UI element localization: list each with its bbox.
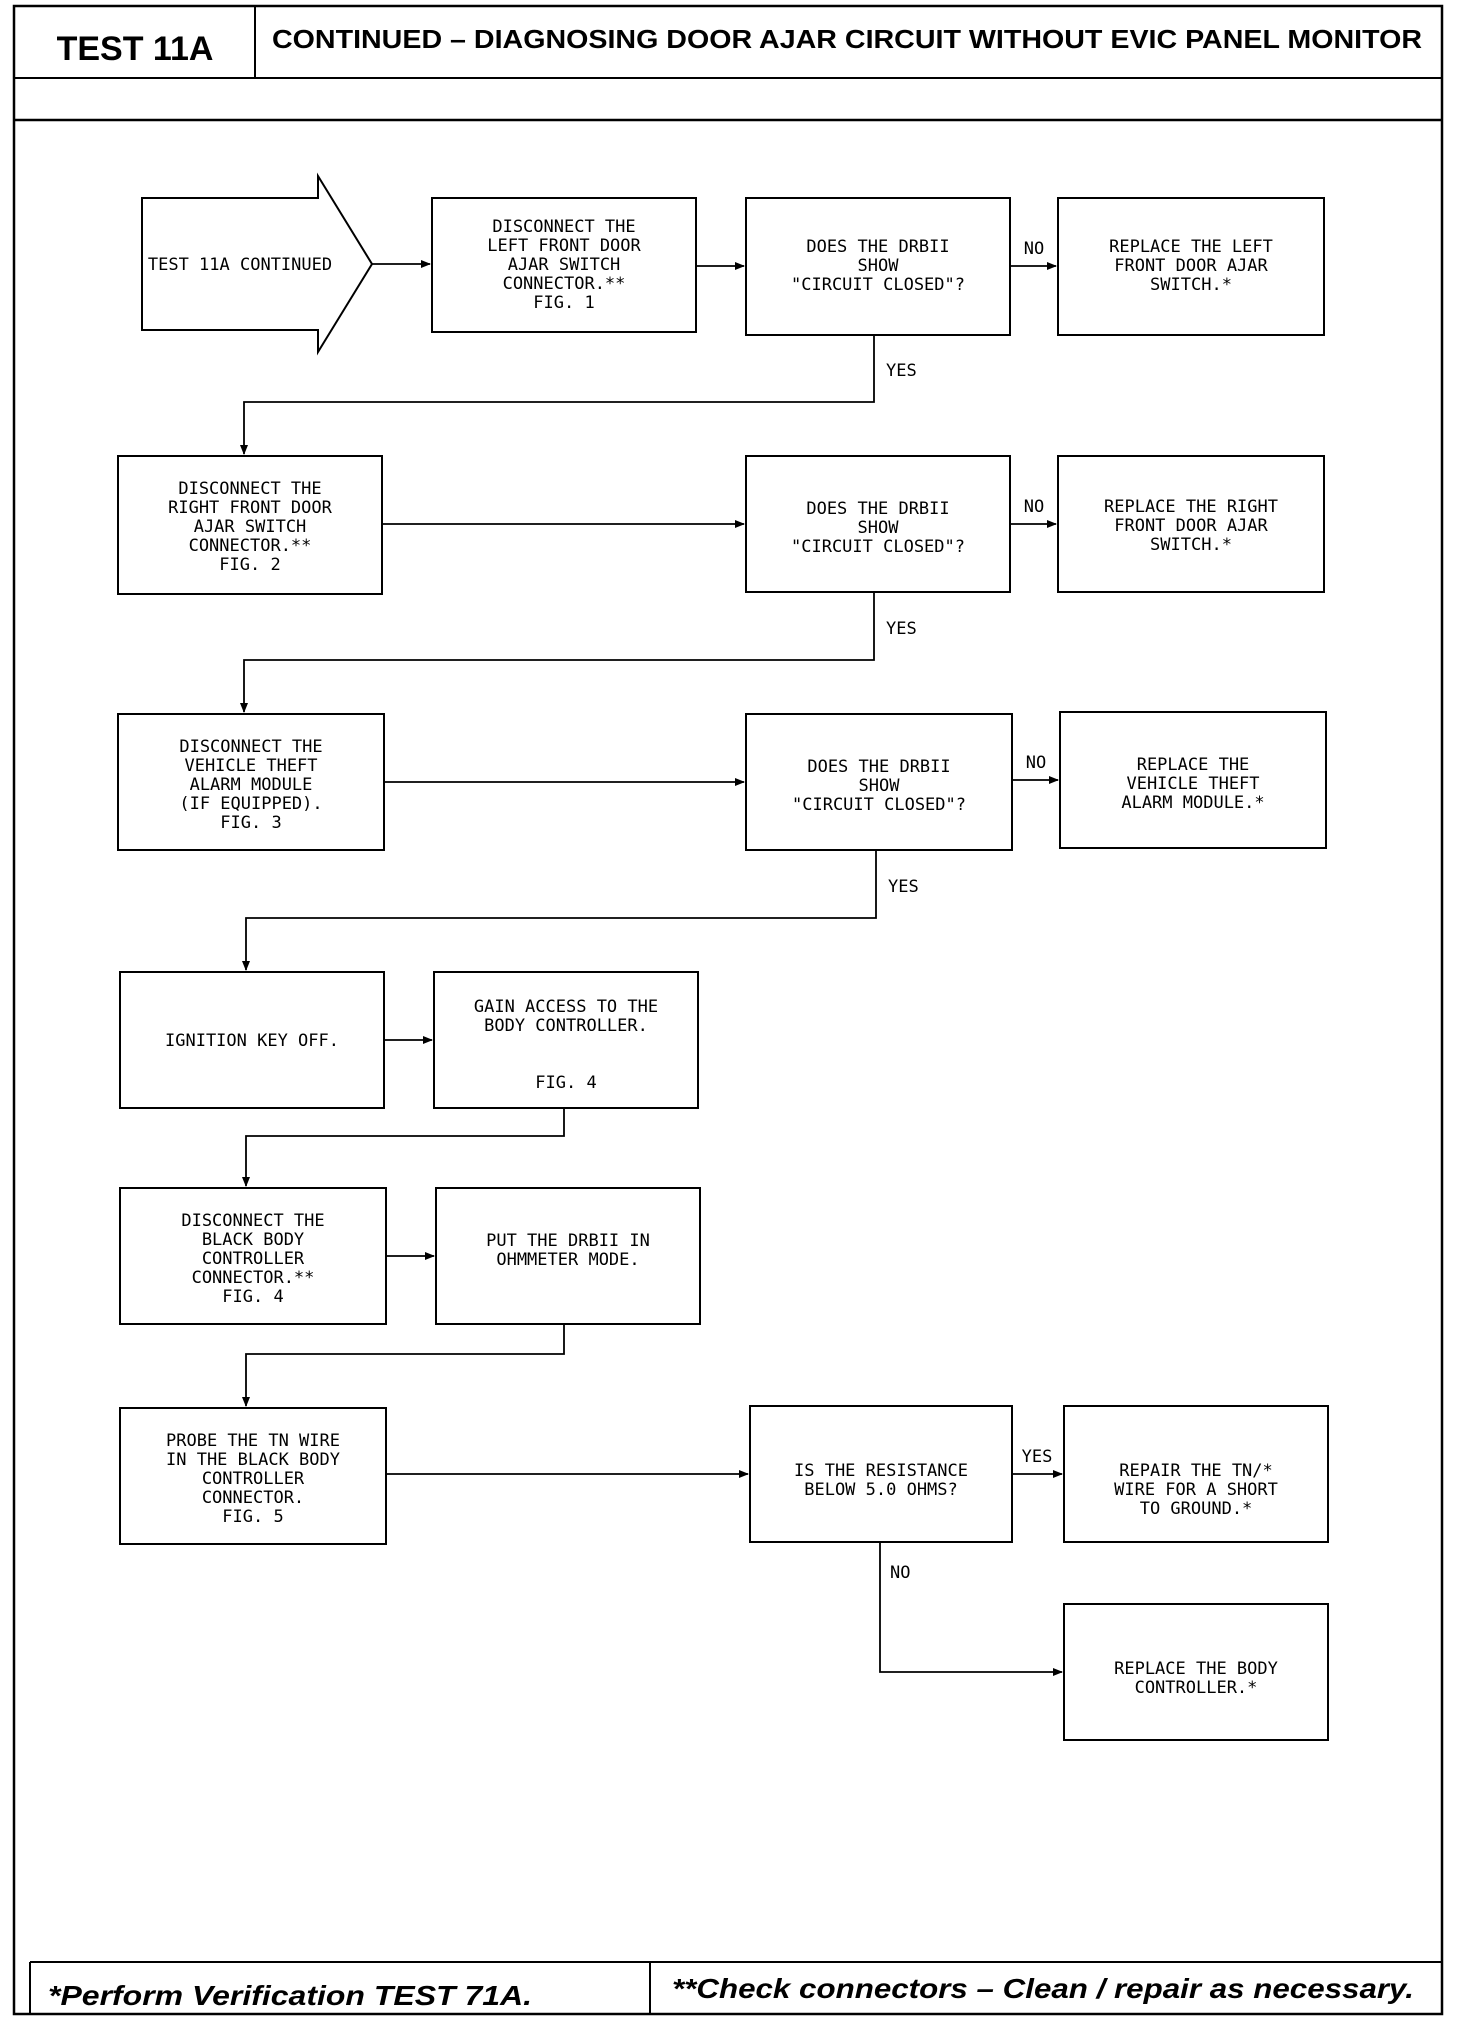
step2-line: RIGHT FRONT DOOR <box>168 498 333 518</box>
edge-label-yes: YES <box>888 877 919 897</box>
step5-line: BODY CONTROLLER. <box>484 1016 648 1036</box>
step1-line: AJAR SWITCH <box>508 255 621 275</box>
step4-line: IGNITION KEY OFF. <box>165 1031 339 1051</box>
decision2-line: "CIRCUIT CLOSED"? <box>791 537 965 557</box>
result5-line: REPLACE THE BODY <box>1114 1659 1278 1679</box>
step2-line: DISCONNECT THE <box>178 479 321 499</box>
decision-circuit-closed-2 <box>745 455 1011 593</box>
result4-line: TO GROUND.* <box>1140 1499 1253 1519</box>
step6-line: CONTROLLER <box>202 1249 305 1269</box>
step6-line: BLACK BODY <box>202 1230 304 1250</box>
step-disconnect-left-front-door-switch <box>431 197 697 333</box>
decision3-line: "CIRCUIT CLOSED"? <box>792 795 966 815</box>
result-replace-right-front-door-switch <box>1057 455 1325 593</box>
decision-circuit-closed-1 <box>745 197 1011 336</box>
decision2-line: DOES THE DRBII <box>806 499 949 519</box>
step-drbii-ohmmeter-mode <box>435 1187 701 1325</box>
edge-label-no: NO <box>1024 497 1044 517</box>
connector-decision2-yes <box>240 592 875 713</box>
step2-line: AJAR SWITCH <box>194 517 307 537</box>
result4-line: WIRE FOR A SHORT <box>1114 1480 1278 1500</box>
step3-line: VEHICLE THEFT <box>184 756 317 776</box>
page-title: CONTINUED – DIAGNOSING DOOR AJAR CIRCUIT… <box>272 26 1422 54</box>
result-replace-left-front-door-switch <box>1057 197 1325 336</box>
decision1-line: SHOW <box>858 256 900 276</box>
step8-line: CONTROLLER <box>202 1469 305 1489</box>
step3-line: FIG. 3 <box>220 813 281 833</box>
edge-label-no: NO <box>1024 239 1044 259</box>
connector-step7-to-step8 <box>242 1324 565 1407</box>
connector-decision4-no <box>879 1542 1063 1676</box>
result3-line: VEHICLE THEFT <box>1126 774 1259 794</box>
footer-verification-note: *Perform Verification TEST 71A. <box>48 1980 532 2011</box>
step3-line: (IF EQUIPPED). <box>179 794 322 814</box>
step1-line: CONNECTOR.** <box>503 274 626 294</box>
connector-decision1-yes <box>240 335 875 455</box>
decision3-line: SHOW <box>859 776 901 796</box>
step5-line: FIG. 4 <box>535 1073 596 1093</box>
step2-line: FIG. 2 <box>219 555 280 575</box>
start-label: TEST 11A CONTINUED <box>148 255 332 275</box>
edge-label-yes: YES <box>886 361 917 381</box>
connector-step5-to-step6 <box>242 1108 565 1187</box>
step5-line: GAIN ACCESS TO THE <box>474 997 658 1017</box>
decision1-line: "CIRCUIT CLOSED"? <box>791 275 965 295</box>
decision3-line: DOES THE DRBII <box>807 757 950 777</box>
edge-label-no: NO <box>1026 753 1046 773</box>
step3-line: ALARM MODULE <box>190 775 313 795</box>
edge-label-no: NO <box>890 1563 910 1583</box>
step-disconnect-black-body-controller-connector <box>119 1187 387 1325</box>
result-replace-body-controller <box>1063 1603 1329 1741</box>
step7-line: OHMMETER MODE. <box>496 1250 639 1270</box>
step1-line: LEFT FRONT DOOR <box>487 236 641 256</box>
step6-line: DISCONNECT THE <box>181 1211 324 1231</box>
step8-line: CONNECTOR. <box>202 1488 304 1508</box>
step1-line: DISCONNECT THE <box>492 217 635 237</box>
footer-connector-note: **Check connectors – Clean / repair as n… <box>672 1973 1414 2004</box>
step-ignition-key-off <box>119 971 385 1109</box>
decision4-line: BELOW 5.0 OHMS? <box>804 1480 958 1500</box>
result3-line: REPLACE THE <box>1137 755 1250 775</box>
step2-line: CONNECTOR.** <box>189 536 312 556</box>
step3-line: DISCONNECT THE <box>179 737 322 757</box>
result2-line: SWITCH.* <box>1150 535 1232 555</box>
step6-line: FIG. 4 <box>222 1287 283 1307</box>
result2-line: FRONT DOOR AJAR <box>1114 516 1268 536</box>
result3-line: ALARM MODULE.* <box>1121 793 1264 813</box>
result-replace-theft-alarm-module <box>1059 711 1327 849</box>
edge-label-yes: YES <box>1022 1447 1053 1467</box>
step6-line: CONNECTOR.** <box>192 1268 315 1288</box>
result1-line: SWITCH.* <box>1150 275 1232 295</box>
step7-line: PUT THE DRBII IN <box>486 1231 650 1251</box>
connector-decision3-yes <box>242 850 877 971</box>
step1-line: FIG. 1 <box>533 293 594 313</box>
decision-circuit-closed-3 <box>745 713 1013 851</box>
decision-resistance-below-5-ohms <box>749 1405 1013 1543</box>
decision4-line: IS THE RESISTANCE <box>794 1461 968 1481</box>
step-disconnect-right-front-door-switch <box>117 455 383 595</box>
step8-line: FIG. 5 <box>222 1507 283 1527</box>
step-probe-tn-wire <box>119 1407 387 1545</box>
result1-line: FRONT DOOR AJAR <box>1114 256 1268 276</box>
step-disconnect-theft-alarm-module <box>117 713 385 851</box>
result2-line: REPLACE THE RIGHT <box>1104 497 1278 517</box>
result5-line: CONTROLLER.* <box>1135 1678 1258 1698</box>
edge-label-yes: YES <box>886 619 917 639</box>
start-arrow <box>141 172 374 356</box>
step8-line: IN THE BLACK BODY <box>166 1450 340 1470</box>
step8-line: PROBE THE TN WIRE <box>166 1431 340 1451</box>
decision1-line: DOES THE DRBII <box>806 237 949 257</box>
result4-line: REPAIR THE TN/* <box>1119 1461 1273 1481</box>
step-gain-access-body-controller <box>433 971 699 1109</box>
test-id: TEST 11A <box>57 30 214 68</box>
result1-line: REPLACE THE LEFT <box>1109 237 1273 257</box>
result-repair-tn-wire <box>1063 1405 1329 1543</box>
page-border <box>12 4 1444 2016</box>
decision2-line: SHOW <box>858 518 900 538</box>
